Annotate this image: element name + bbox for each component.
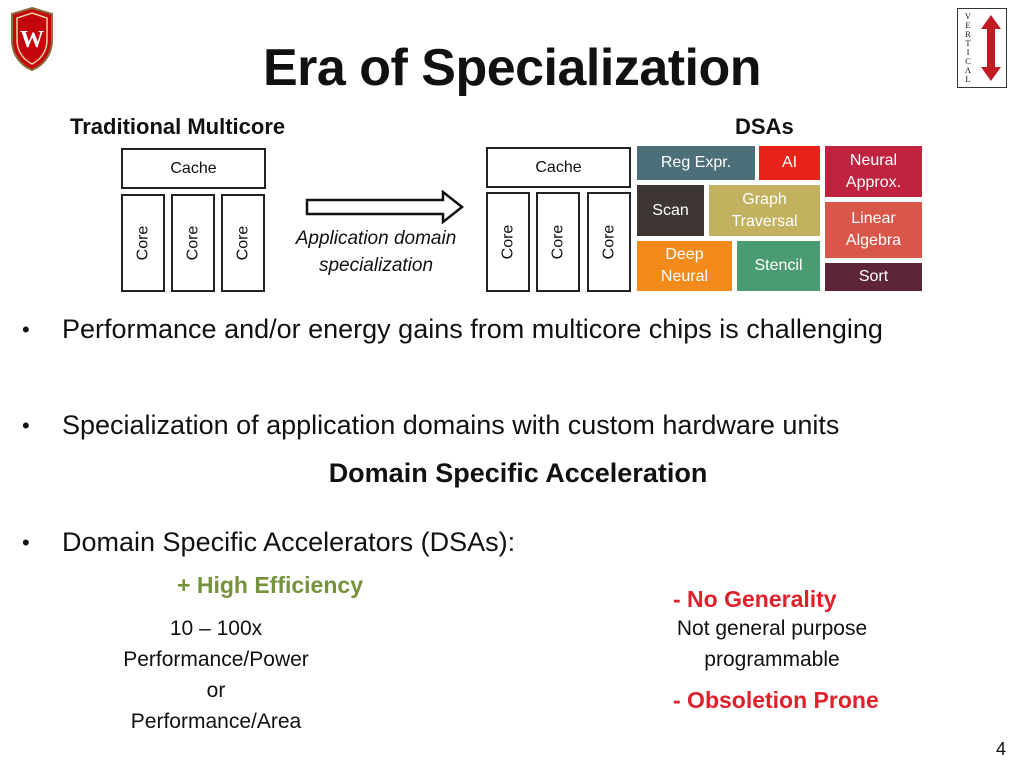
bullet-text: Domain Specific Accelerators (DSAs): [62,527,516,557]
vertical-logo-letter: C [965,56,971,66]
vertical-logo-letter: R [965,29,971,39]
arrow-caption-line2: specialization [318,255,434,276]
vertical-logo-letter: T [965,38,971,48]
core-label: Core [234,225,251,261]
bullet-item: • Performance and/or energy gains from m… [0,314,1024,354]
generality-line: programmable [704,648,840,671]
vertical-logo-letter: I [966,47,970,57]
dsa-heading: Domain Specific Acceleration [328,458,708,488]
dsa-cache-label: Cache [535,158,582,176]
no-generality-heading: - No Generality [673,586,837,612]
dsa-block-neural-approx: Neural Approx. [825,146,922,197]
bullet-item: • Domain Specific Accelerators (DSAs): [0,527,1024,567]
obsoletion-prone-heading: - Obsoletion Prone [673,687,879,713]
efficiency-line: Performance/Area [130,710,302,733]
traditional-cache-block: Cache [121,148,266,189]
core-label: Core [600,224,617,260]
vertical-logo-letter: L [965,74,971,84]
dsa-block-deep-neural: Deep Neural [637,241,732,291]
efficiency-line: 10 – 100x [169,617,263,640]
dsa-block-reg-expr: Reg Expr. [637,146,755,180]
generality-details: Not general purpose programmable [642,613,902,675]
traditional-multicore-label: Traditional Multicore [70,114,286,139]
dsa-cache-block: Cache [486,147,631,188]
traditional-core-block: Core [121,194,165,292]
page-number: 4 [996,739,1007,759]
efficiency-line: Performance/Power [123,648,309,671]
bullet-text: Performance and/or energy gains from mul… [62,314,883,344]
bullet-dot-icon: • [22,413,30,438]
efficiency-line: or [206,679,226,702]
double-arrow-icon [981,15,1001,81]
dsa-block-linear-algebra: Linear Algebra [825,202,922,258]
generality-line: Not general purpose [676,617,868,640]
bullet-dot-icon: • [22,317,30,342]
dsa-core-block: Core [587,192,631,292]
dsa-block-scan: Scan [637,185,704,236]
core-label: Core [184,225,201,261]
dsa-core-block: Core [536,192,580,292]
efficiency-details: 10 – 100x Performance/Power or Performan… [96,613,336,737]
traditional-core-block: Core [171,194,215,292]
arrow-caption-line1: Application domain [295,228,457,249]
arrow-caption: Application domain specialization [280,225,472,279]
vertical-logo-letter: E [965,20,971,30]
dsas-label: DSAs [735,114,794,139]
dsa-block-sort: Sort [825,263,922,291]
vertical-logo-letter: V [964,11,972,21]
core-label: Core [549,224,566,260]
dsa-core-block: Core [486,192,530,292]
bullet-text: Specialization of application domains wi… [62,410,840,440]
right-arrow-icon [305,190,465,224]
core-label: Core [134,225,151,261]
dsa-block-stencil: Stencil [737,241,820,291]
university-crest-logo: W [8,6,56,72]
bullet-item: • Specialization of application domains … [0,410,1024,450]
svg-text:W: W [20,27,44,53]
dsa-block-ai: AI [759,146,820,180]
page-title: Era of Specialization [262,39,762,97]
high-efficiency-heading: + High Efficiency [177,572,363,598]
traditional-cache-label: Cache [170,159,217,177]
core-label: Core [499,224,516,260]
vertical-logo-letter: A [964,65,972,75]
dsa-block-graph-traversal: Graph Traversal [709,185,820,236]
bullet-dot-icon: • [22,530,30,555]
traditional-core-block: Core [221,194,265,292]
